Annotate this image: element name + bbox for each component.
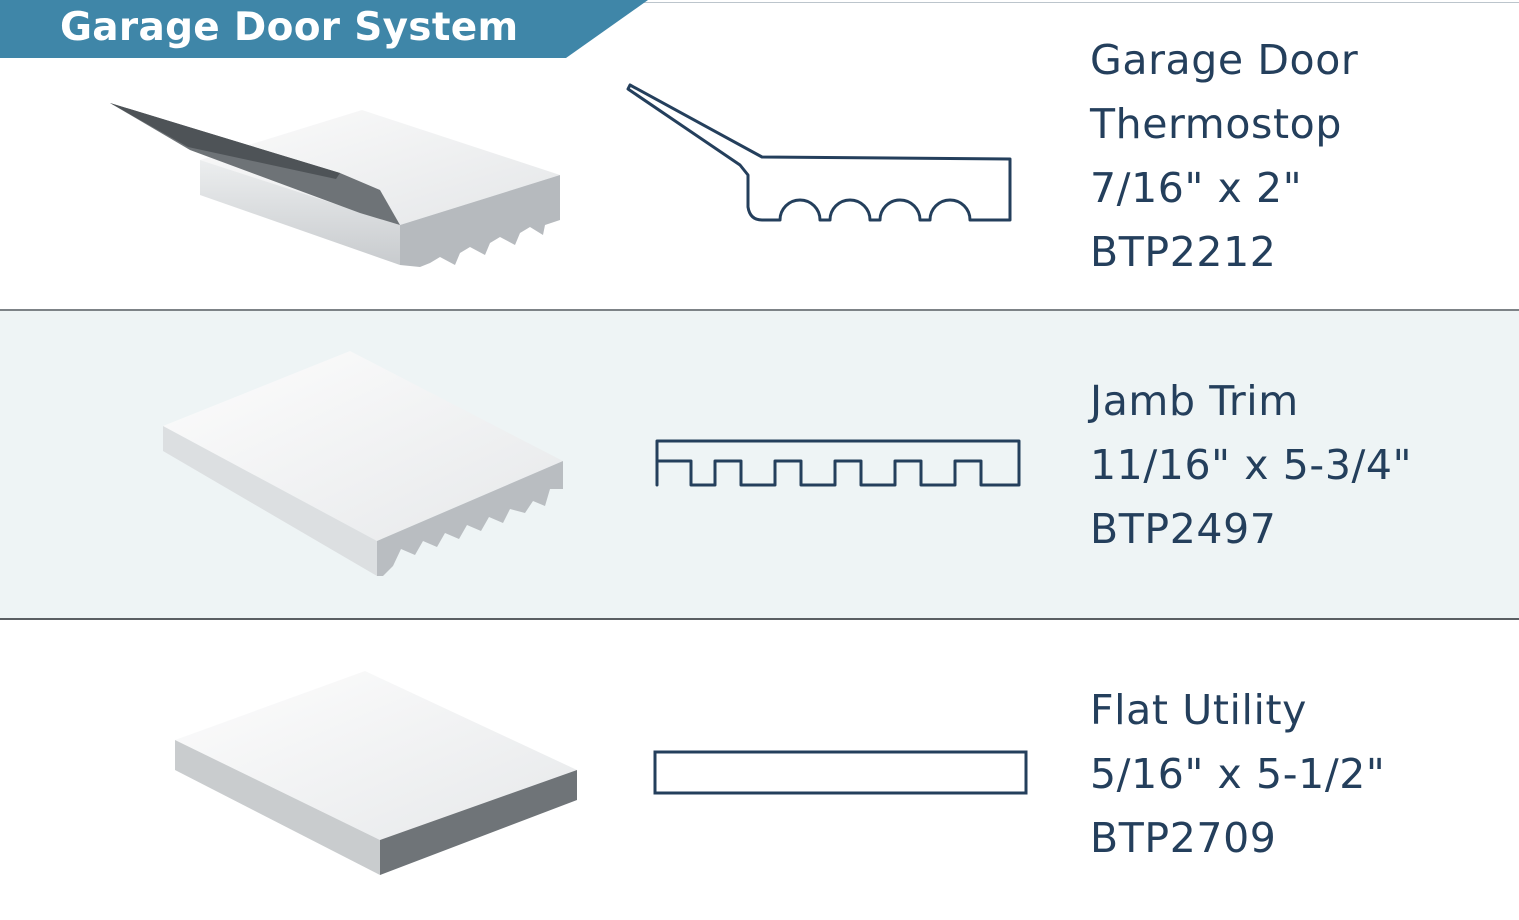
jamb-trim-product-image [163, 351, 563, 576]
product-name: Jamb Trim [1090, 377, 1299, 425]
product-sku: BTP2709 [1090, 814, 1277, 862]
banner-background [0, 0, 648, 58]
flat-utility-spec: Flat Utility 5/16" x 5-1/2" BTP2709 [1090, 678, 1385, 870]
product-row-flat-utility: Flat Utility 5/16" x 5-1/2" BTP2709 [0, 620, 1519, 920]
top-divider [640, 2, 1519, 3]
flat-utility-product-image [175, 671, 577, 875]
thermostop-product-image [110, 103, 560, 267]
thermostop-spec: Garage Door Thermostop 7/16" x 2" BTP221… [1090, 28, 1358, 284]
product-row-jamb-trim: Jamb Trim 11/16" x 5-3/4" BTP2497 [0, 309, 1519, 620]
product-name: Flat Utility [1090, 686, 1308, 734]
section-banner: Garage Door System [0, 0, 660, 58]
product-row-thermostop: Garage Door Thermostop 7/16" x 2" BTP221… [0, 0, 1519, 309]
product-size: 11/16" x 5-3/4" [1090, 441, 1413, 489]
product-name-line2: Thermostop [1090, 100, 1342, 148]
product-name-line1: Garage Door [1090, 36, 1359, 84]
product-size: 7/16" x 2" [1090, 164, 1303, 212]
product-sku: BTP2497 [1090, 505, 1277, 553]
product-size: 5/16" x 5-1/2" [1090, 750, 1386, 798]
banner-title: Garage Door System [60, 5, 519, 50]
jamb-trim-profile-drawing [655, 439, 1021, 487]
product-sku: BTP2212 [1090, 228, 1277, 276]
jamb-trim-spec: Jamb Trim 11/16" x 5-3/4" BTP2497 [1090, 369, 1412, 561]
thermostop-profile-drawing [626, 83, 1012, 222]
flat-utility-profile-drawing [653, 750, 1028, 795]
